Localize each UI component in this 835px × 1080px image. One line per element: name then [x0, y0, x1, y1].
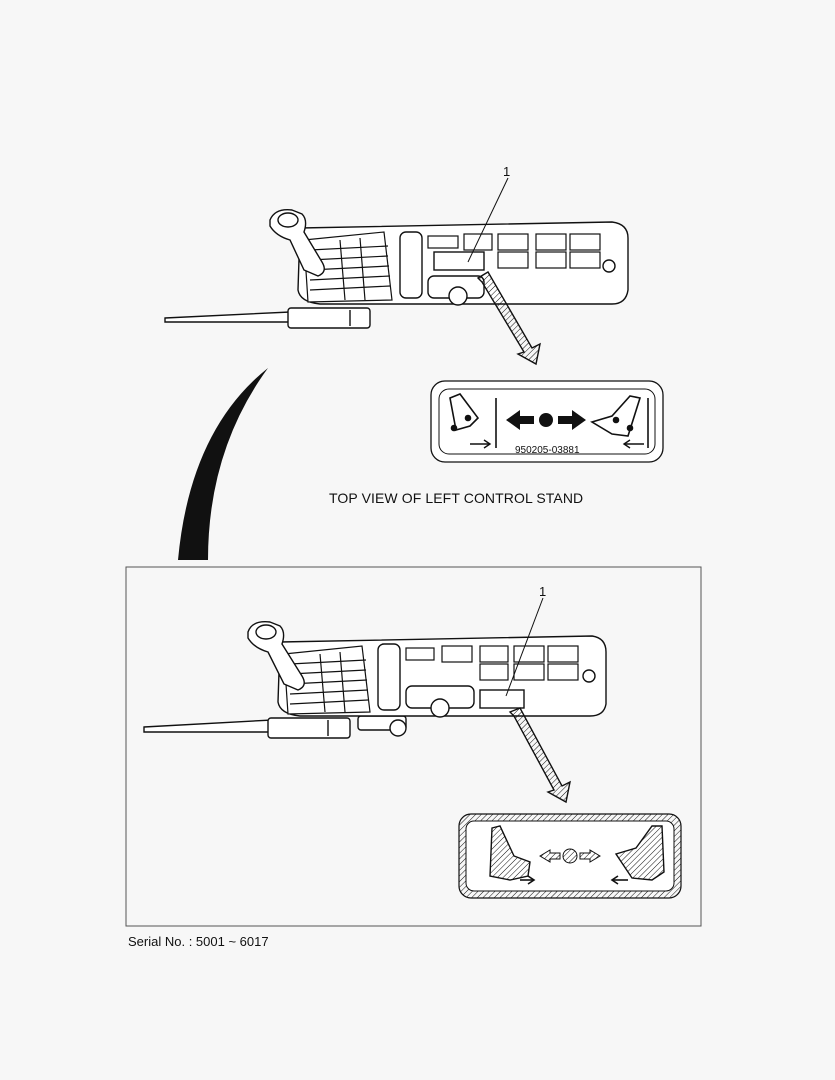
top-callout-number: 1 [503, 164, 510, 179]
bottom-switch-grid [405, 645, 579, 681]
bottom-callout-number: 1 [539, 584, 546, 599]
figure-caption: TOP VIEW OF LEFT CONTROL STAND [329, 490, 584, 506]
decal-bucket-left-icon [449, 393, 497, 449]
decal-part-number: 950205-03881 [515, 445, 580, 456]
top-panel-rim [399, 231, 423, 299]
top-cable-connector [287, 307, 371, 329]
bottom-leader [505, 597, 544, 697]
top-decal: 950205-03881 [430, 380, 664, 463]
detail-frame [125, 566, 702, 927]
bottom-panel-rim [377, 643, 401, 711]
top-control-stand [164, 177, 629, 366]
decal-bucket-right-icon [590, 395, 649, 449]
top-bellows [303, 231, 393, 303]
curved-connector [178, 368, 268, 560]
bottom-control-stand [143, 597, 607, 804]
bottom-mini-decal [479, 689, 525, 709]
bottom-hatched-arrow [508, 707, 571, 804]
top-hatched-arrow [476, 271, 541, 366]
decal-direction-arrows-icon [506, 410, 586, 430]
decal-bucket-left-icon [489, 825, 536, 885]
bottom-cable-connector [267, 717, 351, 739]
top-switch-grid [427, 233, 601, 269]
top-cable [164, 311, 291, 323]
serial-number: Serial No. : 5001 ~ 6017 [128, 934, 269, 949]
top-mini-decal [433, 251, 485, 271]
bottom-knob [582, 669, 596, 683]
top-leader [467, 177, 509, 263]
top-knob [602, 259, 616, 273]
bottom-cable [143, 719, 273, 733]
bottom-decal [458, 813, 682, 899]
decal-direction-arrows-icon [539, 848, 601, 864]
decal-bucket-right-icon [610, 825, 665, 885]
bottom-bellows [283, 645, 371, 715]
